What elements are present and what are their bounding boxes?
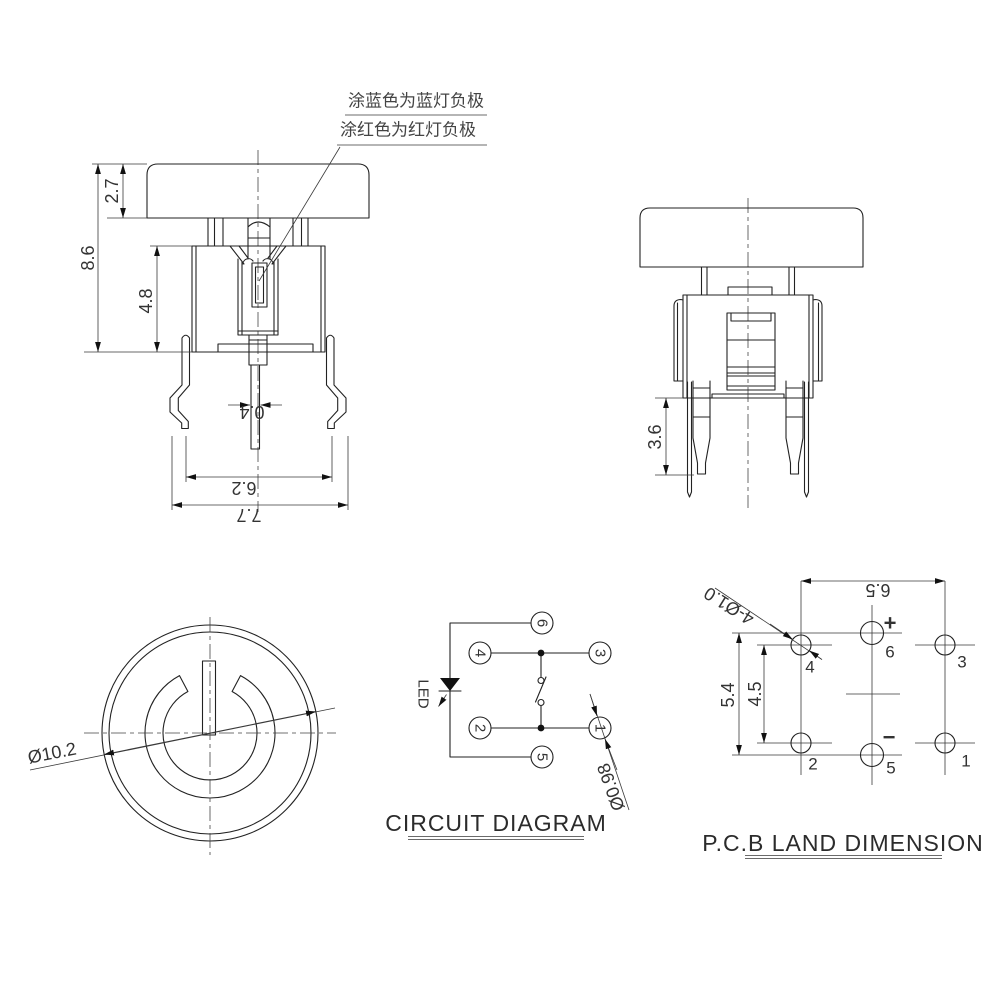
annotation-notes: 涂蓝色为蓝灯负极 涂红色为红灯负极 [258,92,487,282]
pcb-label-1: 1 [961,752,970,771]
pcb-hole-4 [790,634,812,656]
side-right-leg [785,380,804,475]
dim-text-2-7: 2.7 [102,178,122,203]
front-plunger-column [237,258,279,336]
circuit-pin1-circle [588,716,612,740]
pcb-label-3: 3 [957,653,966,672]
dim-text-led-pin-dia: Ø0.98 [593,761,629,814]
junction-dot-bottom [537,724,545,732]
side-left-flange [673,298,684,382]
front-right-leg [325,334,347,430]
pcb-hole-3 [934,634,956,656]
dim-text-4-5: 4.5 [745,681,765,706]
pcb-label-6: 6 [885,643,894,662]
front-funnel-notch [229,245,287,265]
junction-dot-top [537,649,545,657]
dim-text-diameter: Ø10.2 [26,739,78,768]
front-view: 2.7 8.6 4.8 0.4 6.2 7.7 [78,150,370,525]
pcb-label-4: 4 [805,658,814,677]
dim-text-4-8: 4.8 [136,288,156,313]
front-posts [207,217,309,247]
led-emission-arrow [438,694,447,707]
dim-text-7-7: 7.7 [236,505,261,525]
side-body-outline [682,294,814,399]
pcb-label-5: 5 [886,759,895,778]
side-necks [700,266,796,296]
circuit-pin1-label: 1 [592,724,609,732]
power-symbol-arc [144,675,276,799]
circuit-pin4-circle [468,641,492,665]
power-symbol-bar [201,660,217,736]
led-pin-dia-arrow1 [589,693,598,717]
dim-text-3-6: 3.6 [645,424,665,449]
side-mechanism [726,312,776,391]
dim-text-6-2: 6.2 [231,478,256,498]
pcb-title-underline [745,855,942,859]
front-body-outline [191,245,326,353]
pcb-hole-5 [859,742,885,768]
pcb-horizontal-centerlines [732,632,975,756]
circuit-title-underline [408,836,584,840]
top-view: Ø10.2 [26,617,336,855]
switch-contact-bottom [537,698,545,707]
circuit-diagram: LED 6 4 3 2 5 1 Ø0.98 CIRCUIT DIAGRAM [385,611,630,840]
dim-text-5-4: 5.4 [718,682,738,707]
front-shaft [248,334,268,450]
circuit-title: CIRCUIT DIAGRAM [385,810,607,836]
dim-text-0-4: 0.4 [239,402,264,422]
front-led-package [251,262,268,308]
circuit-pin4-label: 4 [472,649,489,657]
side-top-tab [727,286,773,296]
diameter-arrow-sw [103,732,211,756]
diameter-arrow-ne [209,710,317,734]
circuit-pin6-circle [530,611,554,635]
side-thin-pins [686,381,810,498]
side-left-leg [692,380,711,475]
pcb-vertical-centerlines [800,581,946,785]
pcb-title: P.C.B LAND DIMENSION [702,830,984,856]
hole-callout-arrow1 [769,623,793,640]
circle-centerlines [84,617,336,855]
side-view: 3.6 [639,198,864,508]
pcb-label-2: 2 [808,755,817,774]
front-plunger-upper [247,217,271,260]
note-blue-text: 涂蓝色为蓝灯负极 [348,92,484,111]
circuit-wires [449,622,590,758]
hole-callout-line [714,587,823,660]
note-leader-line [258,146,341,282]
circuit-pin5-circle [530,745,554,769]
dim-text-hole-callout: 4-Ø1.0 [700,583,757,629]
led-triangle [440,678,460,691]
front-cap-outline [146,163,370,219]
led-pin-dia-arrow2 [604,738,618,771]
circuit-pin3-circle [588,641,612,665]
circuit-pin6-label: 6 [534,619,551,627]
front-left-leg [169,334,191,430]
circuit-pin3-label: 3 [592,649,609,657]
pcb-hole-1 [934,732,956,754]
pcb-plus-sign: + [884,611,897,636]
pcb-hole-6 [859,620,885,646]
switch-lever [534,676,547,703]
hole-callout-arrow2 [809,650,823,660]
circuit-pin2-circle [468,716,492,740]
circuit-pin2-label: 2 [472,724,489,732]
circuit-pin5-label: 5 [534,753,551,761]
side-right-flange [812,298,823,382]
front-extension-lines [84,163,349,510]
dim-text-8-6: 8.6 [78,245,98,270]
side-cap-outline [639,207,864,268]
pcb-land-dimension: 6.5 5.4 4.5 4-Ø1.0 4 6 3 2 5 1 + − P.C.B… [700,578,984,859]
note-red-text: 涂红色为红灯负极 [340,121,476,140]
pcb-minus-sign: − [883,725,896,750]
pcb-hole-2 [790,732,812,754]
side-extension-lines [655,397,694,476]
dim-text-6-5span: 6.5 [865,580,890,600]
led-label: LED [415,679,432,708]
